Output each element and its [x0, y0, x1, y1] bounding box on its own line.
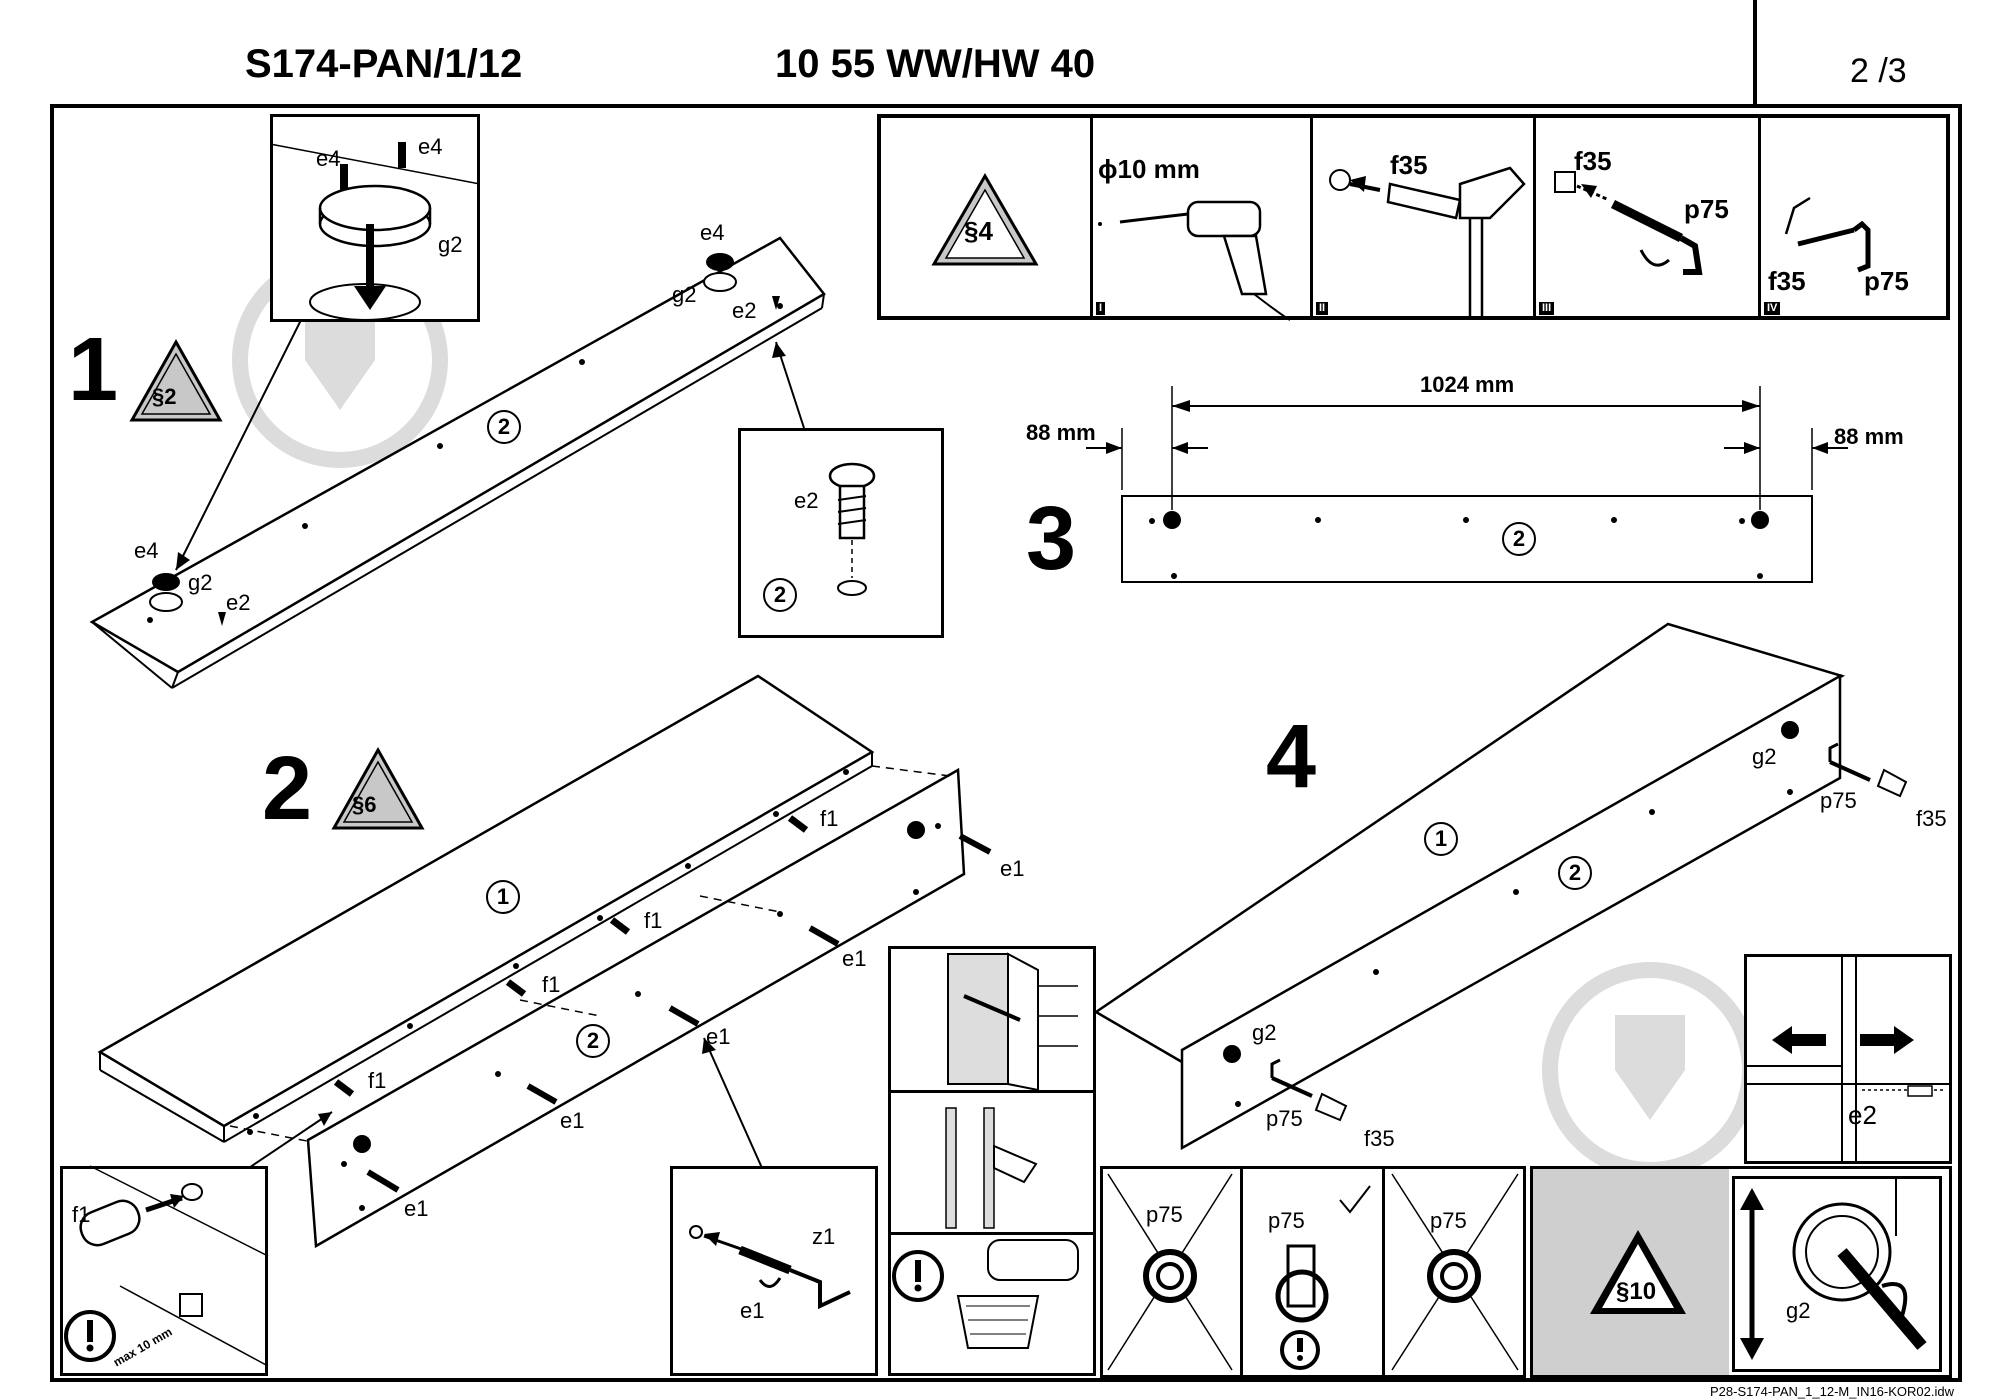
- product-name: 10 55 WW/HW 40: [775, 42, 1096, 86]
- wall-divider-2: [888, 1232, 1096, 1235]
- tool-f35-label: f35: [1390, 150, 1428, 180]
- tool-step-3-tag: III: [1539, 302, 1555, 315]
- step-2-number: 2: [262, 739, 313, 839]
- part-g2-label-2: g2: [188, 570, 213, 595]
- dimension-right: 88 mm: [1834, 424, 1904, 449]
- wrench-detail-z1: z1: [812, 1224, 836, 1249]
- bracket-icon: [1744, 954, 1952, 1164]
- part-g2-label: g2: [672, 282, 697, 307]
- wrench-icon: [689, 1225, 851, 1310]
- part-e2-label: e2: [732, 298, 757, 323]
- warning-triangle-icon: [931, 173, 1039, 266]
- wall-brick-icon: [892, 952, 1079, 1349]
- screw-detail-panel-2: 2: [763, 578, 797, 612]
- warning-triangle-icon: [129, 338, 223, 422]
- e1-label-5: e1: [404, 1196, 429, 1221]
- tools-divider-2: [1310, 114, 1313, 320]
- step-3-panel-2: 2: [1502, 522, 1536, 556]
- drill-icon: [1098, 200, 1291, 321]
- f1-label-4: f1: [368, 1068, 387, 1093]
- tool-step-4-tag: IV: [1764, 302, 1781, 315]
- step-4-p75-right: p75: [1820, 788, 1857, 813]
- f1-label-3: f1: [542, 972, 561, 997]
- step-4-number: 4: [1266, 707, 1317, 807]
- tools-divider-4: [1758, 114, 1761, 320]
- part-e4-label: e4: [700, 220, 725, 245]
- step-4-p75-left: p75: [1266, 1106, 1303, 1131]
- tool-step-2-tag: II: [1316, 302, 1329, 315]
- product-code: S174-PAN/1/12: [245, 42, 523, 86]
- step-2-panel-1: 1: [486, 880, 520, 914]
- dowel-detail-f1: f1: [72, 1202, 91, 1227]
- tool-f35-label-2: f35: [1574, 146, 1612, 176]
- tools-divider-1: [1090, 114, 1093, 320]
- dowel-icon: [64, 1165, 269, 1367]
- hook-divider-2: [1382, 1166, 1385, 1378]
- dowel-insert-icon: [1329, 166, 1526, 320]
- step-4-g2-right: g2: [1752, 744, 1777, 769]
- dimension-left: 88 mm: [1026, 420, 1096, 445]
- f1-label-1: f1: [820, 806, 839, 831]
- screwdriver-icon: [1740, 1176, 1927, 1360]
- cam-detail-g2: g2: [438, 232, 463, 257]
- drill-size: ϕ10 mm: [1098, 154, 1200, 184]
- step-4-f35-left: f35: [1364, 1126, 1395, 1151]
- step-4-panel-2: 2: [1558, 856, 1592, 890]
- warning-triangle-icon: [1590, 1230, 1686, 1314]
- hook-wrong-1-p75: p75: [1146, 1202, 1183, 1227]
- warning-triangle-icon: [331, 746, 425, 830]
- tools-warning: §4: [964, 216, 993, 246]
- screw-detail-e2: e2: [794, 488, 819, 513]
- step-4-g2-left: g2: [1252, 1020, 1277, 1045]
- dimension-total: 1024 mm: [1420, 372, 1515, 397]
- hook-comparison-icon: [1107, 1173, 1519, 1371]
- step-4-panel-1: 1: [1424, 822, 1458, 856]
- cam-detail-e4-left: e4: [316, 146, 341, 171]
- step-2-warning: §6: [352, 792, 377, 817]
- hook-wrong-2-p75: p75: [1430, 1208, 1467, 1233]
- e1-label-4: e1: [560, 1108, 585, 1133]
- screw-icon: [828, 462, 876, 596]
- page-number: 2 /3: [1850, 52, 1907, 90]
- cam-lock-icon: [269, 142, 481, 321]
- step-1-number: 1: [68, 320, 119, 420]
- e1-label-3: e1: [706, 1024, 731, 1049]
- warning-10-label: §10: [1616, 1278, 1657, 1305]
- header-divider: [1753, 0, 1757, 106]
- wall-hook-icon: [1784, 196, 1871, 273]
- f1-label-2: f1: [644, 908, 663, 933]
- tool-step-1-tag: I: [1096, 302, 1106, 315]
- cam-tighten-g2: g2: [1786, 1298, 1811, 1323]
- detail-bracket-e2: [1744, 954, 1952, 1164]
- step-2-panel-2: 2: [576, 1024, 610, 1058]
- e1-label-1: e1: [1000, 856, 1025, 881]
- detail-dowel-f1: [60, 1166, 268, 1376]
- bracket-detail-e2: e2: [1848, 1100, 1877, 1130]
- e1-label-2: e1: [842, 946, 867, 971]
- wrench-detail-e1: e1: [740, 1298, 765, 1323]
- hook-divider-1: [1240, 1166, 1243, 1378]
- cam-detail-e4-right: e4: [418, 134, 443, 159]
- hook-screw-icon: [1554, 171, 1703, 275]
- tools-divider-3: [1533, 114, 1536, 320]
- wall-divider-1: [888, 1090, 1096, 1093]
- page-frame: [50, 104, 1962, 1382]
- step-3-number: 3: [1026, 489, 1077, 589]
- tool-p75-label: p75: [1684, 194, 1729, 224]
- step-1-warning: §2: [152, 384, 177, 409]
- part-e4-label-2: e4: [134, 538, 159, 563]
- hook-correct-p75: p75: [1268, 1208, 1305, 1233]
- part-e2-label-2: e2: [226, 590, 251, 615]
- tool-p75-label-2: p75: [1864, 266, 1909, 296]
- detail-screw-e1: [670, 1166, 878, 1376]
- panel-2-label: 2: [487, 410, 521, 444]
- footer-file-ref: P28-S174-PAN_1_12-M_IN16-KOR02.idw: [1710, 1384, 1954, 1399]
- tool-f35-label-3: f35: [1768, 266, 1806, 296]
- step-4-f35-right: f35: [1916, 806, 1947, 831]
- tools-strip: [877, 114, 1950, 320]
